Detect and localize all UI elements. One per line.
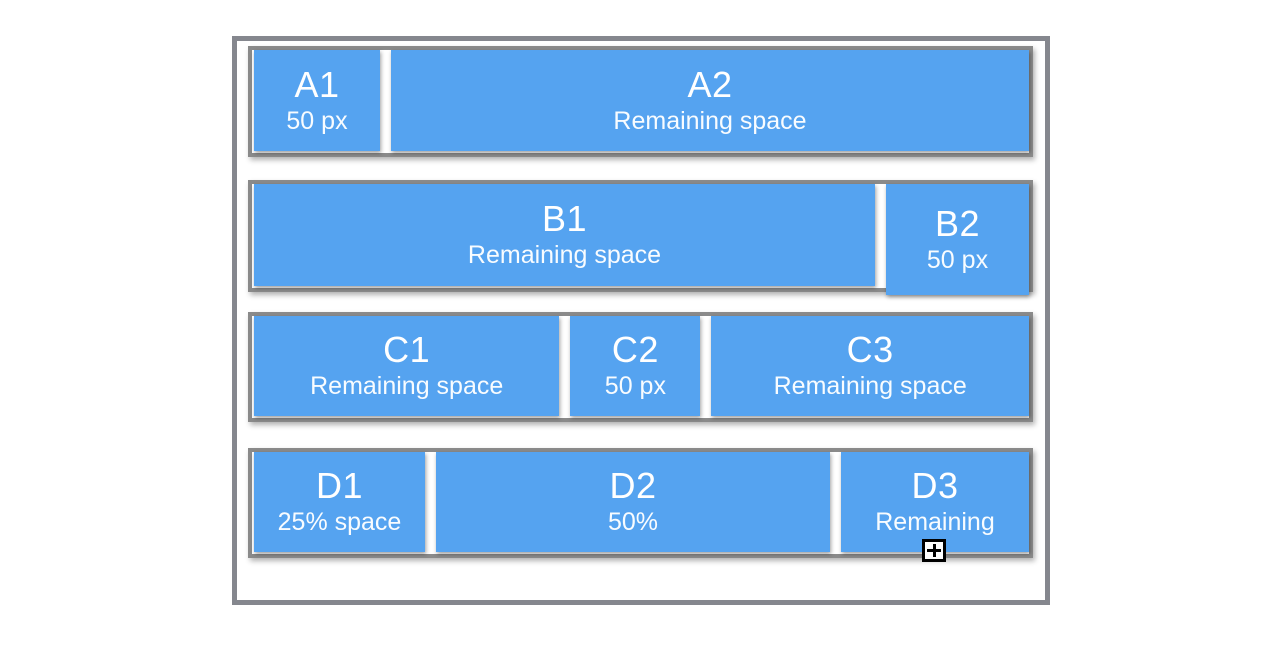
box-subtitle: Remaining: [875, 508, 995, 537]
box-c2: C2 50 px: [570, 316, 701, 416]
box-a1: A1 50 px: [254, 50, 380, 151]
row-a: A1 50 px A2 Remaining space: [248, 46, 1033, 157]
box-subtitle: Remaining space: [773, 372, 967, 401]
box-b1: B1 Remaining space: [254, 184, 875, 286]
box-title: C3: [846, 329, 894, 371]
box-title: D1: [315, 465, 364, 507]
box-subtitle: Remaining space: [613, 106, 807, 135]
box-d1: D1 25% space: [254, 452, 425, 552]
box-c3: C3 Remaining space: [711, 316, 1029, 416]
box-title: D2: [609, 465, 657, 507]
box-title: B1: [541, 198, 588, 240]
box-subtitle: 50 px: [286, 106, 348, 135]
flexbox-demo-container: A1 50 px A2 Remaining space B1 Remaining…: [232, 36, 1050, 605]
box-title: A1: [294, 63, 340, 105]
box-title: B2: [934, 202, 981, 244]
box-c1: C1 Remaining space: [254, 316, 560, 416]
row-c: C1 Remaining space C2 50 px C3 Remaining…: [248, 312, 1033, 422]
box-d3: D3 Remaining: [841, 452, 1029, 552]
box-title: A2: [687, 63, 733, 105]
box-subtitle: 25% space: [277, 508, 402, 537]
box-title: C1: [383, 329, 431, 371]
box-subtitle: 50%: [607, 508, 659, 537]
box-subtitle: Remaining space: [467, 241, 662, 270]
box-title: D3: [911, 465, 959, 507]
box-subtitle: 50 px: [926, 245, 989, 274]
row-b: B1 Remaining space B2 50 px: [248, 180, 1033, 295]
box-subtitle: 50 px: [604, 372, 666, 401]
box-a2: A2 Remaining space: [391, 50, 1029, 151]
box-title: C2: [611, 329, 659, 371]
row-d: D1 25% space D2 50% D3 Remaining: [248, 448, 1033, 558]
cell-plus-cursor-icon: [922, 539, 946, 562]
box-d2: D2 50%: [436, 452, 830, 552]
box-b2: B2 50 px: [886, 184, 1029, 295]
box-subtitle: Remaining space: [310, 372, 504, 401]
